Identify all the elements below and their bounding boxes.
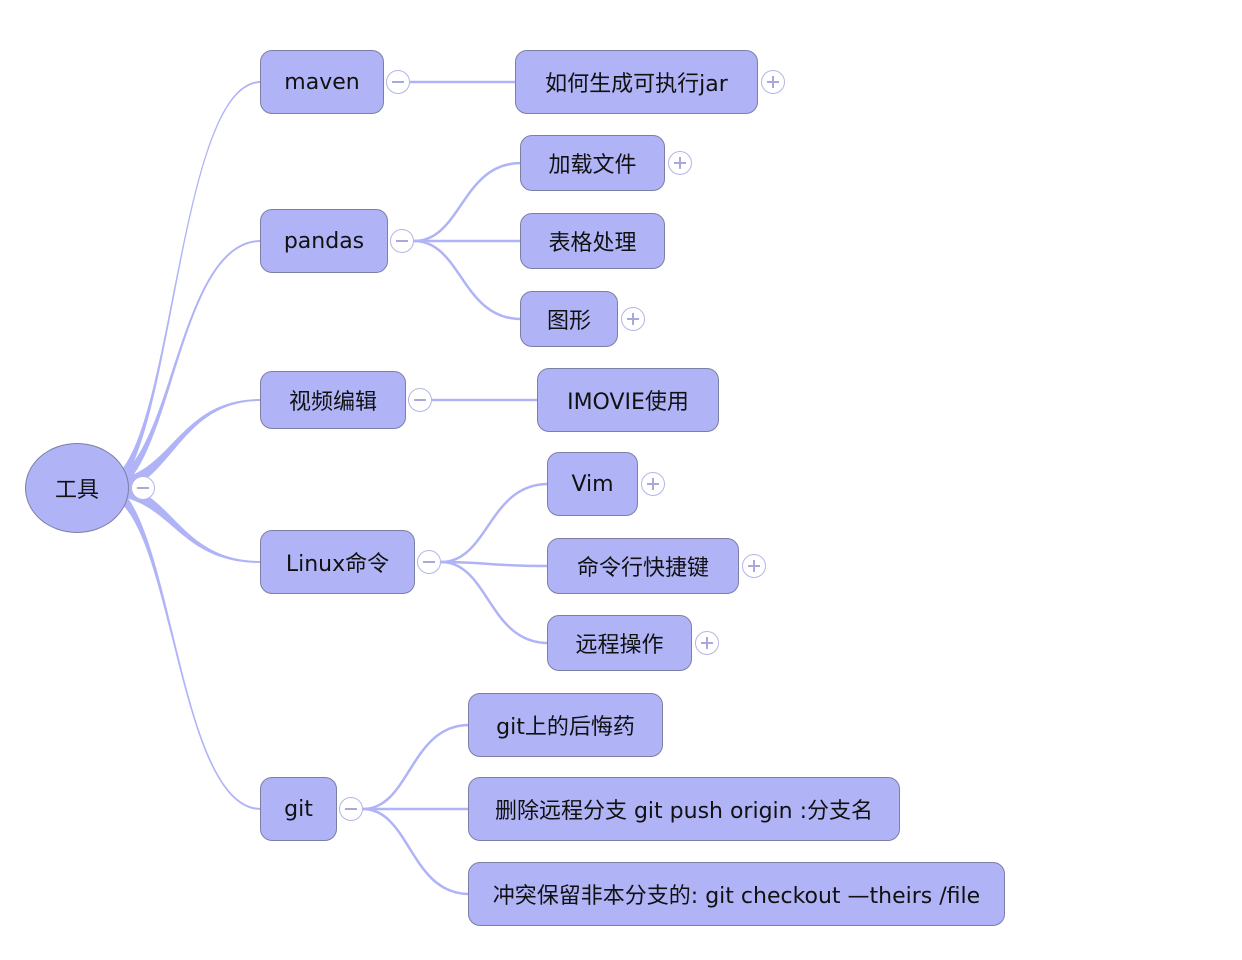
node-root[interactable]: 工具 xyxy=(25,443,129,533)
node-vim[interactable]: Vim xyxy=(547,452,638,516)
collapse-icon[interactable] xyxy=(386,70,410,94)
collapse-icon[interactable] xyxy=(131,476,155,500)
node-imovie[interactable]: IMOVIE使用 xyxy=(537,368,719,432)
collapse-icon[interactable] xyxy=(390,229,414,253)
expand-icon[interactable] xyxy=(695,631,719,655)
expand-icon[interactable] xyxy=(641,472,665,496)
node-shortcuts[interactable]: 命令行快捷键 xyxy=(547,538,739,594)
edge-4-0 xyxy=(362,723,470,811)
edge-1-0 xyxy=(413,161,522,243)
expand-icon[interactable] xyxy=(668,151,692,175)
node-pandas-table[interactable]: 表格处理 xyxy=(520,213,665,269)
expand-icon[interactable] xyxy=(761,70,785,94)
node-pandas-load-file[interactable]: 加载文件 xyxy=(520,135,665,191)
edge-3-1 xyxy=(440,560,549,568)
edge-root-1 xyxy=(102,240,261,495)
node-git-delete-branch[interactable]: 删除远程分支 git push origin :分支名 xyxy=(468,777,900,841)
edge-3-0 xyxy=(440,482,549,564)
node-maven[interactable]: maven xyxy=(260,50,384,114)
node-pandas-graphics[interactable]: 图形 xyxy=(520,291,618,347)
node-linux-commands[interactable]: Linux命令 xyxy=(260,530,415,594)
edge-root-3 xyxy=(102,481,261,563)
collapse-icon[interactable] xyxy=(339,797,363,821)
node-git-regret[interactable]: git上的后悔药 xyxy=(468,693,663,757)
edge-1-2 xyxy=(413,239,522,321)
expand-icon[interactable] xyxy=(621,307,645,331)
node-video-editing[interactable]: 视频编辑 xyxy=(260,371,406,429)
node-maven-jar[interactable]: 如何生成可执行jar xyxy=(515,50,758,114)
edge-root-2 xyxy=(102,399,261,495)
edge-4-2 xyxy=(362,807,470,896)
edge-root-0 xyxy=(102,81,261,495)
edge-3-2 xyxy=(440,560,549,645)
node-pandas[interactable]: pandas xyxy=(260,209,388,273)
node-remote-ops[interactable]: 远程操作 xyxy=(547,615,692,671)
collapse-icon[interactable] xyxy=(408,388,432,412)
expand-icon[interactable] xyxy=(742,554,766,578)
collapse-icon[interactable] xyxy=(417,550,441,574)
node-git-conflict[interactable]: 冲突保留非本分支的: git checkout —theirs /file xyxy=(468,862,1005,926)
node-git[interactable]: git xyxy=(260,777,337,841)
